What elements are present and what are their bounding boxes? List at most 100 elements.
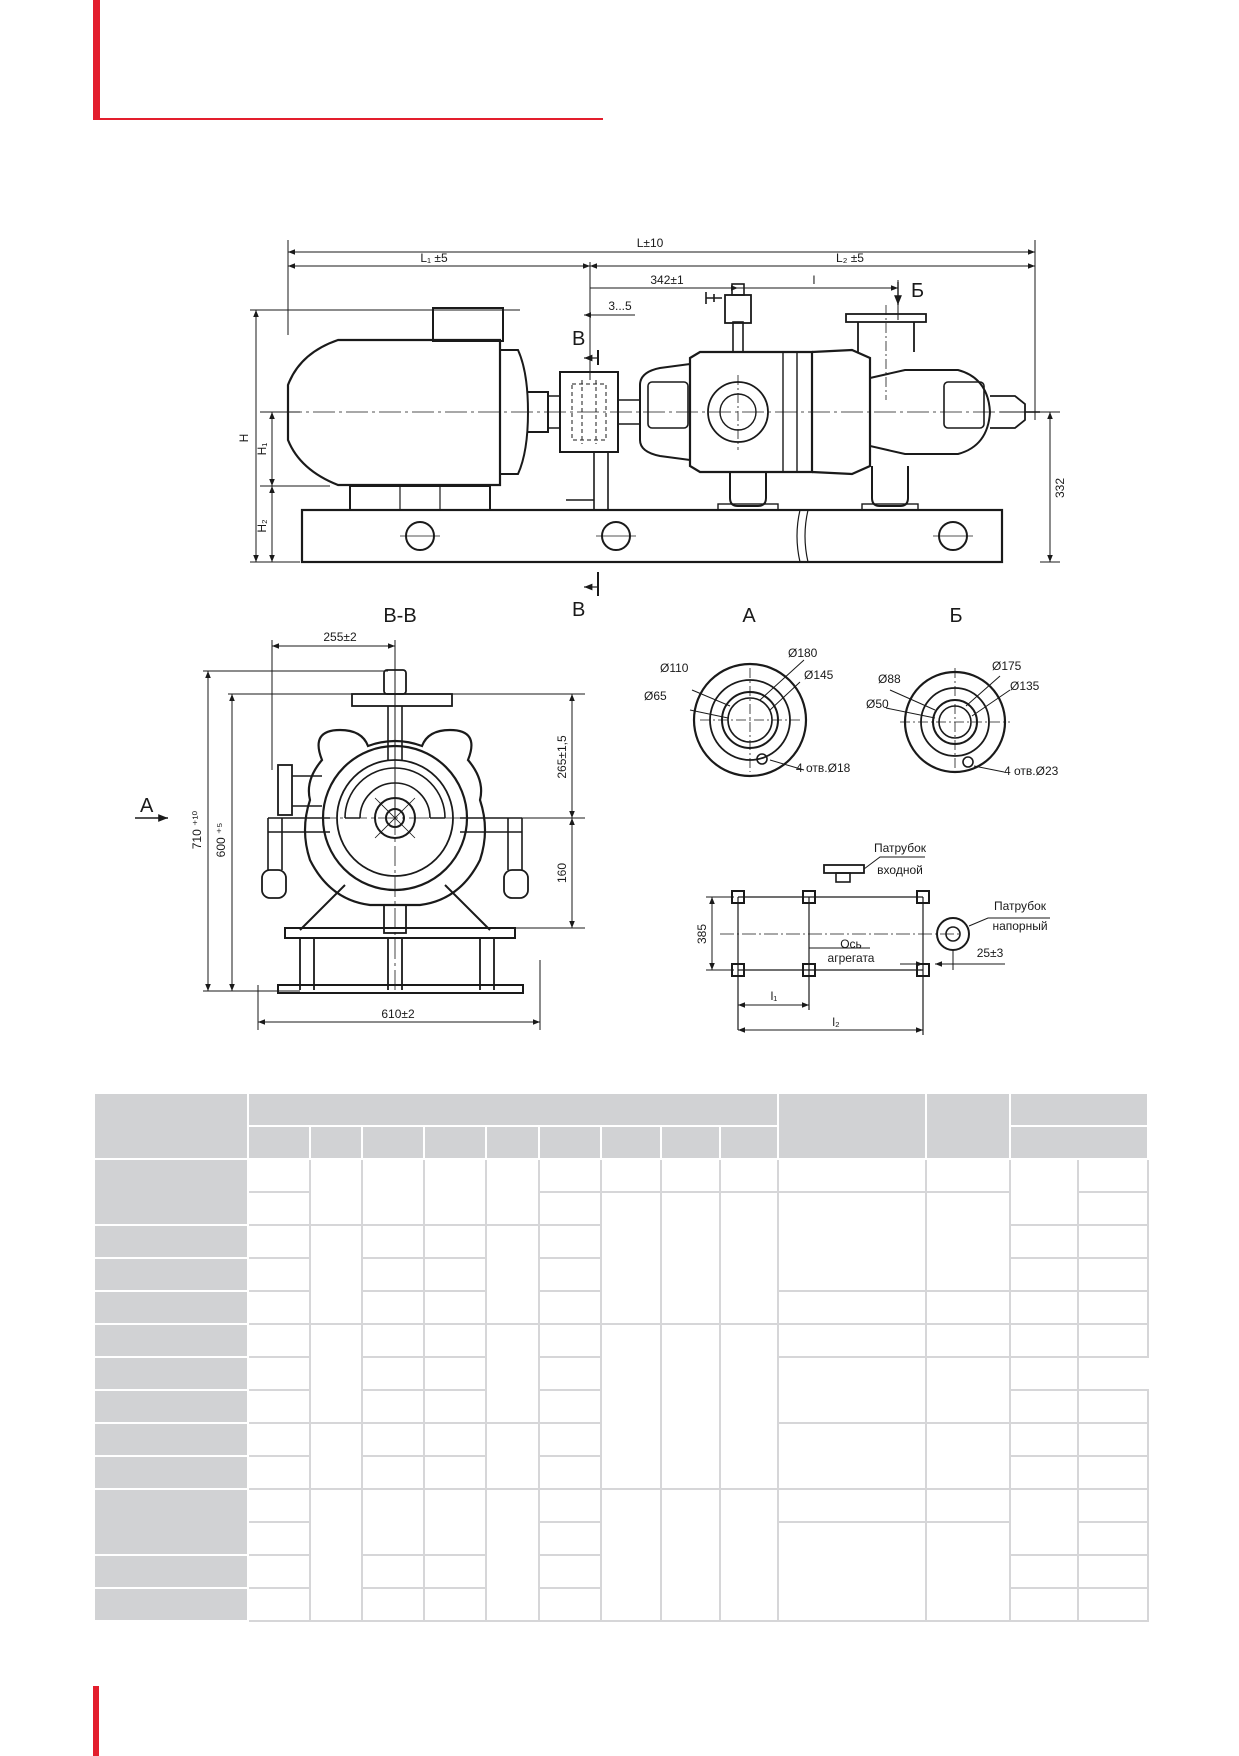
- table-cell: [777, 1290, 928, 1325]
- table-cell: [925, 1191, 1012, 1292]
- row-header-cell: [93, 1224, 249, 1259]
- row-header-cell: [93, 1389, 249, 1424]
- dim-710: 710 ⁺¹⁰: [190, 811, 204, 850]
- row-header-cell: [93, 1323, 249, 1358]
- table-cell: [361, 1158, 425, 1226]
- table-row: [93, 1554, 1150, 1589]
- spec-table-grid: [93, 1092, 1150, 1622]
- table-cell: [1009, 1290, 1080, 1325]
- table-cell: [1009, 1356, 1080, 1391]
- table-cell: [777, 1521, 928, 1622]
- table-cell: [538, 1521, 602, 1556]
- table-cell: [925, 1488, 1012, 1523]
- table-cell: [247, 1521, 311, 1556]
- arrow-b-label: Б: [911, 280, 924, 302]
- dim-l1: l₁: [771, 989, 778, 1003]
- table-cell: [538, 1389, 602, 1424]
- view-b-title: Б: [949, 605, 962, 627]
- table-cell: [925, 1521, 1012, 1622]
- table-row: [93, 1323, 1150, 1490]
- table-cell: [718, 1191, 780, 1325]
- table-cell: [1077, 1224, 1150, 1259]
- table-cell: [247, 1587, 311, 1622]
- table-cell: [600, 1191, 662, 1325]
- dim-600: 600 ⁺⁵: [214, 823, 228, 858]
- table-cell: [538, 1191, 602, 1226]
- table-cell: [485, 1488, 540, 1622]
- axis-label-1: Ось: [840, 937, 862, 951]
- table-cell: [247, 1389, 311, 1424]
- table-cell: [538, 1158, 602, 1193]
- accent-bar-top: [93, 0, 100, 120]
- flange-b-d175: Ø175: [992, 659, 1022, 673]
- table-row: [93, 1224, 1150, 1325]
- section-mark-bottom: В: [572, 599, 585, 621]
- dim-610: 610±2: [381, 1007, 415, 1021]
- table-cell: [247, 1224, 311, 1259]
- header-cell: [718, 1125, 780, 1160]
- section-view-labels: В-В 255±2 А 710 ⁺¹⁰ 600 ⁺⁵ 265±1,5 160 6…: [140, 605, 569, 1021]
- table-cell: [777, 1356, 928, 1424]
- row-header-cell: [93, 1158, 249, 1226]
- table-cell: [538, 1455, 602, 1490]
- table-cell: [1009, 1455, 1080, 1490]
- arrow-a-label: А: [140, 795, 154, 817]
- table-cell: [1009, 1554, 1080, 1589]
- table-cell: [777, 1488, 928, 1523]
- table-row: [93, 1389, 1150, 1424]
- table-cell: [423, 1158, 487, 1226]
- table-cell: [423, 1389, 487, 1424]
- row-header-cell: [93, 1356, 249, 1391]
- flange-b-holes: 4 отв.Ø23: [1004, 764, 1059, 778]
- dim-H2: H₂: [255, 519, 269, 533]
- table-cell: [1009, 1587, 1080, 1622]
- header-cell: [93, 1092, 249, 1160]
- row-header-cell: [93, 1488, 249, 1556]
- side-view: [250, 240, 1060, 596]
- dim-l2: l₂: [832, 1015, 840, 1029]
- table-row: [93, 1290, 1150, 1325]
- flange-a-d145: Ø145: [804, 668, 834, 682]
- foundation-plan: [706, 856, 1050, 1035]
- table-cell: [423, 1257, 487, 1292]
- table-cell: [777, 1158, 928, 1193]
- table-cell: [423, 1587, 487, 1622]
- table-cell: [309, 1158, 363, 1226]
- dim-265: 265±1,5: [555, 735, 569, 779]
- flange-a-holes: 4 отв.Ø18: [796, 761, 851, 775]
- table-cell: [538, 1422, 602, 1457]
- table-cell: [309, 1488, 363, 1622]
- header-cell: [485, 1125, 540, 1160]
- table-cell: [1009, 1257, 1080, 1292]
- table-cell: [361, 1224, 425, 1259]
- table-cell: [361, 1323, 425, 1358]
- dim-255: 255±2: [323, 630, 357, 644]
- table-row: [94, 1521, 1150, 1622]
- spec-table: [93, 1092, 1150, 1622]
- table-cell: [361, 1290, 425, 1325]
- table-cell: [538, 1554, 602, 1589]
- table-cell: [247, 1356, 311, 1391]
- row-header-cell: [93, 1290, 249, 1325]
- table-cell: [1077, 1587, 1150, 1622]
- table-cell: [1077, 1488, 1150, 1523]
- table-cell: [660, 1158, 721, 1193]
- dim-L: L±10: [637, 236, 664, 250]
- header-cell: [309, 1125, 363, 1160]
- accent-bar-bottom: [93, 1686, 99, 1756]
- table-cell: [485, 1224, 540, 1325]
- flange-b: [885, 668, 1011, 776]
- header-cell: [660, 1125, 721, 1160]
- table-cell: [361, 1587, 425, 1622]
- dim-gap: 3...5: [608, 299, 632, 313]
- dim-160: 160: [555, 863, 569, 883]
- table-cell: [925, 1323, 1012, 1358]
- flange-a-d65: Ø65: [644, 689, 667, 703]
- dim-H1: H₁: [255, 443, 269, 456]
- table-cell: [925, 1158, 1012, 1193]
- table-cell: [423, 1554, 487, 1589]
- table-cell: [660, 1191, 721, 1325]
- table-cell: [485, 1422, 540, 1490]
- table-cell: [309, 1323, 363, 1424]
- technical-drawing: L±10 L₁ ±5 L₂ ±5 342±1 l 3...5 Б В В H H…: [135, 236, 1067, 1035]
